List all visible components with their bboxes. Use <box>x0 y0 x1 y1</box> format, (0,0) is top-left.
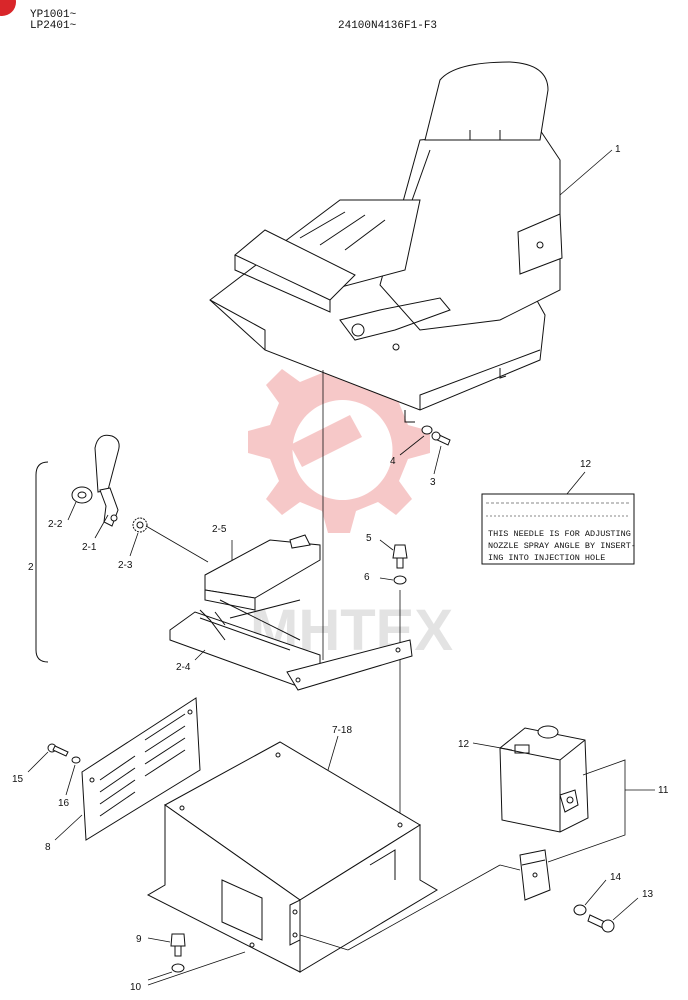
callout-2-5: 2-5 <box>212 524 227 535</box>
grille-cover-8 <box>81 697 201 841</box>
callout-10: 10 <box>130 982 142 993</box>
callout-2-4: 2-4 <box>176 662 191 673</box>
callout-15: 15 <box>12 774 24 785</box>
callout-2-2: 2-2 <box>48 519 63 530</box>
screw-15 <box>47 743 69 757</box>
callout-2-1: 2-1 <box>82 542 97 553</box>
callout-5: 5 <box>366 533 372 544</box>
bolt-washer-3-4 <box>421 425 451 446</box>
callout-9: 9 <box>136 934 142 945</box>
washer-10 <box>171 963 185 973</box>
washer-6 <box>393 575 407 585</box>
label-line-1: THIS NEEDLE IS FOR ADJUSTING <box>488 529 631 539</box>
model-line-2: LP2401~ <box>30 20 77 32</box>
callout-12-tank: 12 <box>458 739 470 750</box>
bolt-5 <box>392 544 408 569</box>
callout-3: 3 <box>430 477 436 488</box>
callout-11: 11 <box>658 785 669 796</box>
callout-14: 14 <box>610 872 622 883</box>
callout-7-18: 7-18 <box>332 725 352 736</box>
callout-6: 6 <box>364 572 370 583</box>
callout-13: 13 <box>642 889 654 900</box>
callout-8: 8 <box>45 842 51 853</box>
washer-16 <box>71 756 81 764</box>
bolt-9 <box>170 933 186 957</box>
model-line-1: YP1001~ <box>30 9 77 21</box>
group-2-bracket <box>35 461 49 663</box>
label-line-3: ING INTO INJECTION HOLE <box>488 553 605 563</box>
bolt-13 <box>587 914 615 933</box>
callout-4: 4 <box>390 456 396 467</box>
base-frame-7-18 <box>146 741 438 973</box>
corner-badge <box>0 0 16 16</box>
warning-label-12: THIS NEEDLE IS FOR ADJUSTING NOZZLE SPRA… <box>481 493 636 565</box>
callout-2-3: 2-3 <box>118 560 133 571</box>
callout-16: 16 <box>58 798 70 809</box>
callout-2: 2 <box>28 562 34 573</box>
star-washer-2-3 <box>132 517 148 533</box>
callout-12-label: 12 <box>580 459 592 470</box>
slide-rail-assembly <box>169 534 413 691</box>
lever-knob-2-1 <box>94 434 120 527</box>
drawing-number: 24100N4136F1-F3 <box>338 20 437 32</box>
washer-tank <box>499 725 589 833</box>
grommet-2-2 <box>71 486 93 504</box>
label-line-2: NOZZLE SPRAY ANGLE BY INSERT- <box>488 541 636 551</box>
washer-14 <box>573 904 587 916</box>
tank-bracket-11 <box>519 849 551 901</box>
callout-1: 1 <box>615 144 621 155</box>
seat-assembly <box>209 61 563 423</box>
